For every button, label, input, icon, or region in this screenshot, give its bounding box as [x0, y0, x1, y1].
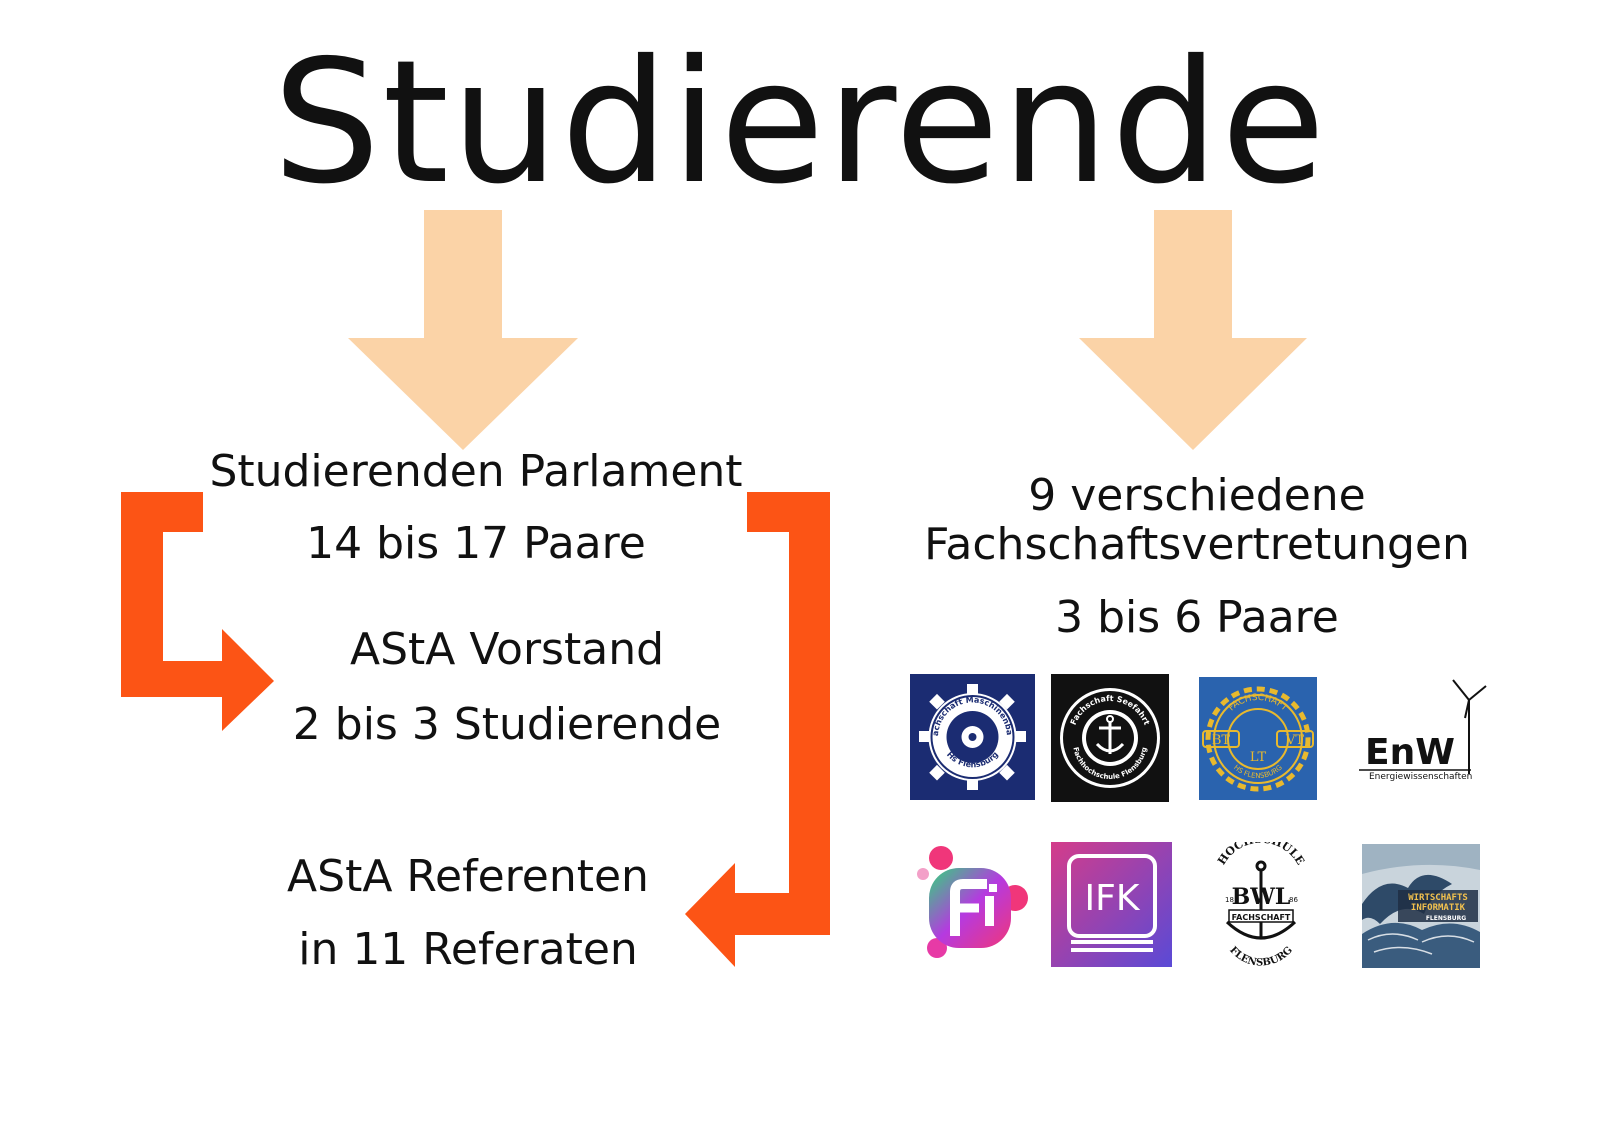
wind-turbine-icon — [1452, 679, 1487, 774]
logo-wi-line-2: INFORMATIK — [1411, 903, 1466, 913]
logo-ifk-mark: IFK — [1085, 878, 1141, 919]
logo-bwl-year-right: 86 — [1289, 896, 1298, 904]
anchor-icon — [1225, 860, 1297, 940]
speakers-title: AStA Referenten — [287, 851, 649, 902]
logo-enw-caption: Energiewissenschaften — [1369, 772, 1472, 782]
logo-bt-lt-vt-right: VT — [1285, 733, 1304, 748]
logo-bwl-mark: BWL — [1232, 884, 1291, 910]
page-title: Studierende — [272, 24, 1328, 222]
logo-bwl-bottom-text: FLENSBURG — [1227, 945, 1295, 966]
logo-wi-line-1: WIRTSCHAFTS — [1408, 893, 1468, 903]
down-arrow-left — [348, 210, 578, 450]
down-arrow-right — [1079, 210, 1307, 450]
svg-text:FLENSBURG: FLENSBURG — [1227, 945, 1295, 966]
logo-bt-lt-vt: FACHSCHAFT HS FLENSBURG BT LT VT — [1199, 677, 1317, 800]
logo-enw: EnW Energiewissenschaften — [1353, 678, 1488, 788]
logo-bwl-band: FACHSCHAFT — [1232, 913, 1291, 922]
logo-seefahrt: Fachschaft Seefahrt Fachhochschule Flens… — [1051, 674, 1169, 802]
fachschaft-line-2: Fachschaftsvertretungen — [924, 519, 1470, 570]
logo-bt-lt-vt-center: LT — [1250, 750, 1267, 765]
svg-text:HS FLENSBURG: HS FLENSBURG — [1232, 763, 1284, 780]
fachschaft-count: 3 bis 6 Paare — [1055, 592, 1339, 643]
logo-maschinenbau: Fachschaft Maschinenbau Hs Flensburg — [910, 674, 1035, 800]
board-count: 2 bis 3 Studierende — [292, 699, 722, 750]
logo-ifk: IFK — [1051, 842, 1172, 967]
logo-wi-line-3: FLENSBURG — [1426, 915, 1466, 922]
parliament-title: Studierenden Parlament — [209, 446, 743, 497]
logo-bwl-year-left: 18 — [1225, 896, 1234, 904]
board-title: AStA Vorstand — [349, 624, 665, 675]
logo-bt-lt-vt-ring-bottom: HS FLENSBURG — [1232, 763, 1284, 780]
parliament-count: 14 bis 17 Paare — [306, 518, 646, 569]
logo-enw-mark: EnW — [1365, 732, 1455, 773]
logo-wirtschaftsinformatik: WIRTSCHAFTS INFORMATIK FLENSBURG — [1362, 844, 1480, 968]
fachschaft-line-1: 9 verschiedene — [1028, 470, 1366, 521]
logo-bt-lt-vt-left: BT — [1212, 733, 1231, 748]
bracket-arrow-left — [121, 492, 274, 731]
bracket-arrow-right — [685, 492, 830, 967]
logo-colorful-f — [913, 844, 1031, 966]
speakers-count: in 11 Referaten — [298, 924, 638, 975]
logo-bwl: HOCHSCHULE BWL 18 86 FACHSCHAFT FLENSBUR… — [1205, 842, 1317, 966]
